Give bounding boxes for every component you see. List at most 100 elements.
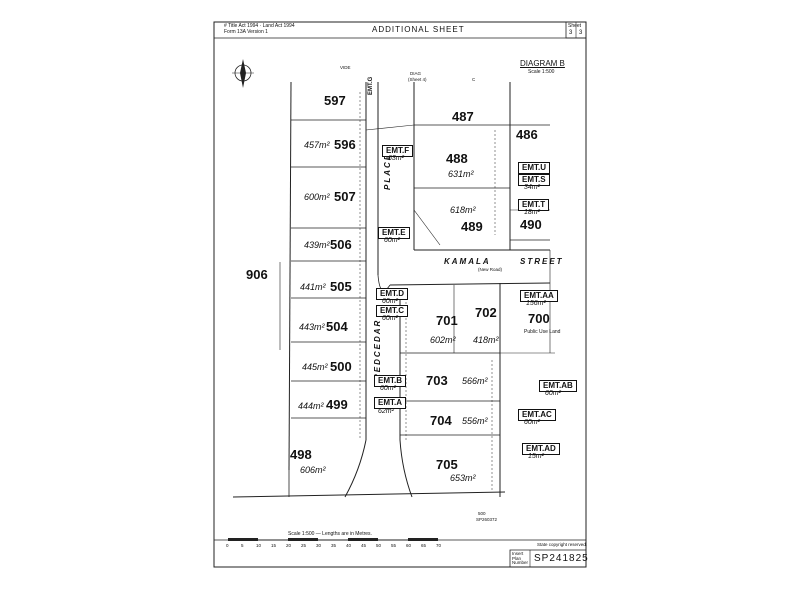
scale-tick-label: 40 [346, 543, 352, 548]
scale-tick-label: 60 [406, 543, 412, 548]
road-name-redcedar: REDCEDAR [373, 318, 382, 380]
scale-tick-label: 50 [376, 543, 382, 548]
diagram-scale: Scale 1:500 [528, 69, 555, 75]
lot-number: 705 [436, 457, 458, 472]
lot-number: 498 [290, 447, 312, 462]
lot-area: 441m² [300, 282, 326, 292]
easement-label: EMT.S [518, 174, 550, 186]
dimension-label: 500 [478, 511, 486, 516]
lot-number: 500 [330, 359, 352, 374]
scale-tick-label: 30 [316, 543, 322, 548]
lot-number: 506 [330, 237, 352, 252]
lot-number: 596 [334, 137, 356, 152]
lot-number: 701 [436, 313, 458, 328]
plan-reference: SP260372 [476, 517, 498, 522]
scale-tick-label: 10 [256, 543, 262, 548]
easement-area: 62m² [378, 408, 394, 415]
lot-area: 556m² [462, 416, 488, 426]
easement-area: 18m² [524, 209, 540, 216]
lot-area: 600m² [304, 192, 330, 202]
lot-area: 445m² [302, 362, 328, 372]
diagram-title: DIAGRAM B [520, 59, 565, 68]
easement-label: EMT.F [382, 145, 414, 157]
easement-label: EMT.D [376, 288, 408, 300]
scale-caption: Scale 1:500 — Lengths are in Metres. [288, 531, 372, 537]
sheet-title: ADDITIONAL SHEET [372, 25, 465, 34]
lot-number: 505 [330, 279, 352, 294]
road-name-kamala: KAMALA [444, 257, 491, 266]
lot-number: 700 [528, 311, 550, 326]
lot-area: 606m² [300, 465, 326, 475]
lot-area: 457m² [304, 140, 330, 150]
plan-number: SP241825 [534, 553, 589, 564]
lot-number: 490 [520, 217, 542, 232]
scale-tick-label: 65 [421, 543, 427, 548]
act-reference: # Title Act 1994 · Land Act 1994 [224, 23, 295, 29]
easement-label: EMT.AC [518, 409, 556, 421]
scale-tick-label: 35 [331, 543, 337, 548]
lot-number: 486 [516, 127, 538, 142]
lot-number: 704 [430, 413, 452, 428]
easement-area: 60m² [545, 390, 561, 397]
sheet-number: 3 [569, 30, 573, 36]
road-label: (Sheet 4) [408, 77, 427, 82]
lot-area: 653m² [450, 473, 476, 483]
easement-label: EMT.G [368, 76, 374, 95]
easement-label: EMT.T [518, 199, 550, 211]
easement-area: 60m² [382, 315, 398, 322]
north-arrow-icon [232, 59, 254, 88]
form-version: Form 13A Version 1 [224, 29, 268, 35]
lot-number: 597 [324, 93, 346, 108]
easement-area: 60m² [384, 237, 400, 244]
easement-label: EMT.E [378, 227, 410, 239]
road-name-street: STREET [520, 257, 564, 266]
easement-area: 34m² [524, 184, 540, 191]
lot-number: 504 [326, 319, 348, 334]
lot-number: 488 [446, 151, 468, 166]
road-label: C [472, 77, 476, 82]
road-label: DIAG [410, 71, 422, 76]
lot-area: 418m² [473, 335, 499, 345]
lot-area: 566m² [462, 376, 488, 386]
lot-number: 703 [426, 373, 448, 388]
lot-area: 618m² [450, 205, 476, 215]
sheet-label: Sheet [568, 23, 582, 29]
easement-area: 63m² [388, 155, 404, 162]
lot-number: 487 [452, 109, 474, 124]
lot-number: 489 [461, 219, 483, 234]
sheet-total: 3 [579, 30, 583, 36]
easement-area: 60m² [380, 385, 396, 392]
road-label: VIDE [340, 65, 351, 70]
lot-area: 631m² [448, 169, 474, 179]
easement-area: 60m² [382, 298, 398, 305]
scale-tick-label: 55 [391, 543, 397, 548]
easement-label: EMT.B [374, 375, 406, 387]
lot-area: 443m² [299, 322, 325, 332]
lot-area: 602m² [430, 335, 456, 345]
scale-tick-label: 5 [241, 543, 244, 548]
easement-area: 60m² [524, 419, 540, 426]
lot-number: 499 [326, 397, 348, 412]
easement-label: EMT.AA [520, 290, 558, 302]
easement-area: 15m² [528, 453, 544, 460]
lot-area: 439m² [304, 240, 330, 250]
lot-area: 444m² [298, 401, 324, 411]
easement-area: 156m² [526, 300, 546, 307]
new-road-label: (New Road) [478, 267, 503, 272]
easement-label: EMT.A [374, 397, 406, 409]
lot-area: Public Use Land [524, 329, 561, 335]
scale-tick-label: 25 [301, 543, 307, 548]
scale-tick-label: 20 [286, 543, 292, 548]
copyright-note: State copyright reserved. [537, 542, 588, 547]
easement-label: EMT.AB [539, 380, 577, 392]
lot-number: 906 [246, 267, 268, 282]
scale-tick-label: 45 [361, 543, 367, 548]
scale-bar [228, 538, 438, 541]
scale-tick-label: 0 [226, 543, 229, 548]
scale-tick-label: 70 [436, 543, 442, 548]
easement-label: EMT.C [376, 305, 408, 317]
lot-number: 702 [475, 305, 497, 320]
easement-label: EMT.AD [522, 443, 560, 455]
